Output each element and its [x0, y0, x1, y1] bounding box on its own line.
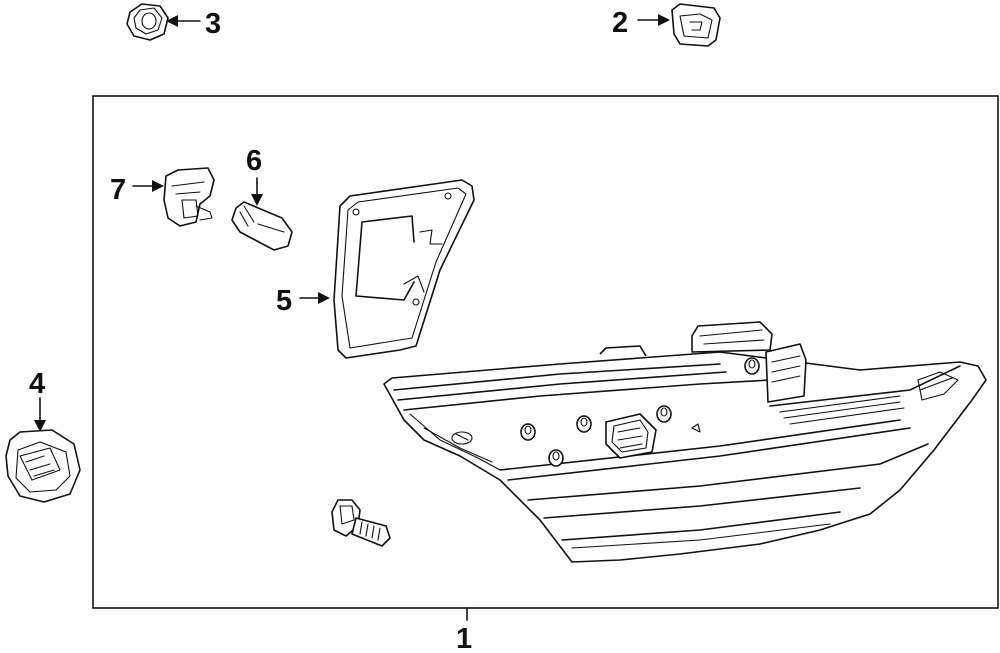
stud-group	[520, 357, 760, 467]
part-7-socket[interactable]	[163, 167, 215, 227]
part-2-clip[interactable]	[671, 3, 721, 47]
callout-5[interactable]: 5	[276, 285, 292, 317]
callout-7[interactable]: 7	[110, 174, 126, 206]
part-5-gasket[interactable]	[333, 179, 475, 359]
connector-port	[605, 413, 657, 459]
arrow-4	[34, 420, 46, 432]
part-6-bulb[interactable]	[231, 201, 293, 251]
arrow-6	[251, 194, 263, 206]
arrow-2	[658, 14, 670, 26]
assembly-frame	[92, 95, 999, 609]
part-3-nut[interactable]	[126, 3, 169, 41]
callout-1[interactable]: 1	[456, 623, 472, 653]
arrow-5	[318, 292, 330, 304]
arrow-3	[166, 15, 178, 27]
part-4-grommet[interactable]	[5, 429, 81, 503]
callout-6[interactable]: 6	[246, 145, 262, 177]
callout-2[interactable]: 2	[612, 7, 628, 39]
arrow-7	[152, 180, 164, 192]
callout-3[interactable]: 3	[205, 8, 221, 40]
callout-4[interactable]: 4	[29, 368, 45, 400]
tail-lamp-assembly	[383, 321, 987, 563]
screw	[331, 499, 391, 547]
